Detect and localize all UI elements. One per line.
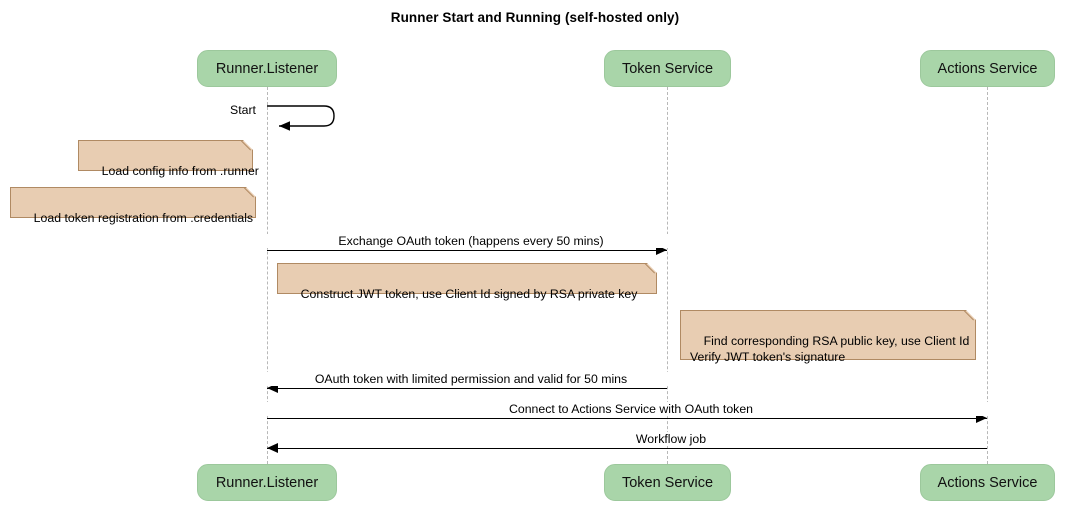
message-label-start: Start bbox=[226, 103, 260, 117]
participant-label: Token Service bbox=[621, 474, 714, 491]
participant-actions-service-bottom[interactable]: Actions Service bbox=[920, 464, 1055, 501]
participant-label: Runner.Listener bbox=[215, 60, 319, 77]
participant-label: Token Service bbox=[621, 60, 714, 77]
participant-token-service-top[interactable]: Token Service bbox=[604, 50, 731, 87]
note-text: Load config info from .runner bbox=[101, 164, 259, 178]
participant-label: Actions Service bbox=[937, 474, 1038, 491]
message-line-exchange-oauth[interactable] bbox=[267, 250, 667, 251]
note-text: Load token registration from .credential… bbox=[33, 211, 254, 225]
page-title: Runner Start and Running (self-hosted on… bbox=[390, 10, 680, 25]
participant-actions-service-top[interactable]: Actions Service bbox=[920, 50, 1055, 87]
arrowhead-right-icon bbox=[976, 413, 987, 423]
message-line-workflow-job[interactable] bbox=[267, 448, 987, 449]
lifeline-token-service bbox=[667, 87, 668, 464]
note-fold-edge-icon bbox=[643, 263, 657, 277]
note-load-config-info: Load config info from .runner bbox=[78, 140, 259, 178]
note-fold-edge-icon bbox=[962, 310, 976, 324]
participant-label: Runner.Listener bbox=[215, 474, 319, 491]
arrowhead-right-icon bbox=[656, 245, 667, 255]
note-load-token-registration: Load token registration from .credential… bbox=[10, 187, 256, 225]
message-label-oauth-token-return: OAuth token with limited permission and … bbox=[267, 372, 675, 386]
participant-runner-listener-bottom[interactable]: Runner.Listener bbox=[197, 464, 337, 501]
participant-token-service-bottom[interactable]: Token Service bbox=[604, 464, 731, 501]
self-loop-arrow-icon bbox=[267, 105, 335, 131]
note-verify-jwt-signature: Find corresponding RSA public key, use C… bbox=[680, 310, 976, 364]
participant-runner-listener-top[interactable]: Runner.Listener bbox=[197, 50, 337, 87]
message-line-oauth-token-return[interactable] bbox=[267, 388, 667, 389]
message-line-connect-actions[interactable] bbox=[267, 418, 987, 419]
message-label-connect-actions: Connect to Actions Service with OAuth to… bbox=[267, 402, 995, 416]
note-text: Find corresponding RSA public key, use C… bbox=[690, 334, 970, 364]
note-construct-jwt-token: Construct JWT token, use Client Id signe… bbox=[277, 263, 657, 301]
note-fold-edge-icon bbox=[239, 140, 253, 154]
participant-label: Actions Service bbox=[937, 60, 1038, 77]
lifeline-runner-listener bbox=[267, 87, 268, 464]
lifeline-actions-service bbox=[987, 87, 988, 464]
arrowhead-left-icon bbox=[267, 443, 278, 453]
message-start-self-loop[interactable] bbox=[267, 105, 337, 133]
arrowhead-left-icon bbox=[267, 383, 278, 393]
note-fold-edge-icon bbox=[242, 187, 256, 201]
message-label-workflow-job: Workflow job bbox=[467, 432, 875, 446]
note-text: Construct JWT token, use Client Id signe… bbox=[300, 287, 638, 301]
message-label-exchange-oauth: Exchange OAuth token (happens every 50 m… bbox=[267, 234, 675, 248]
